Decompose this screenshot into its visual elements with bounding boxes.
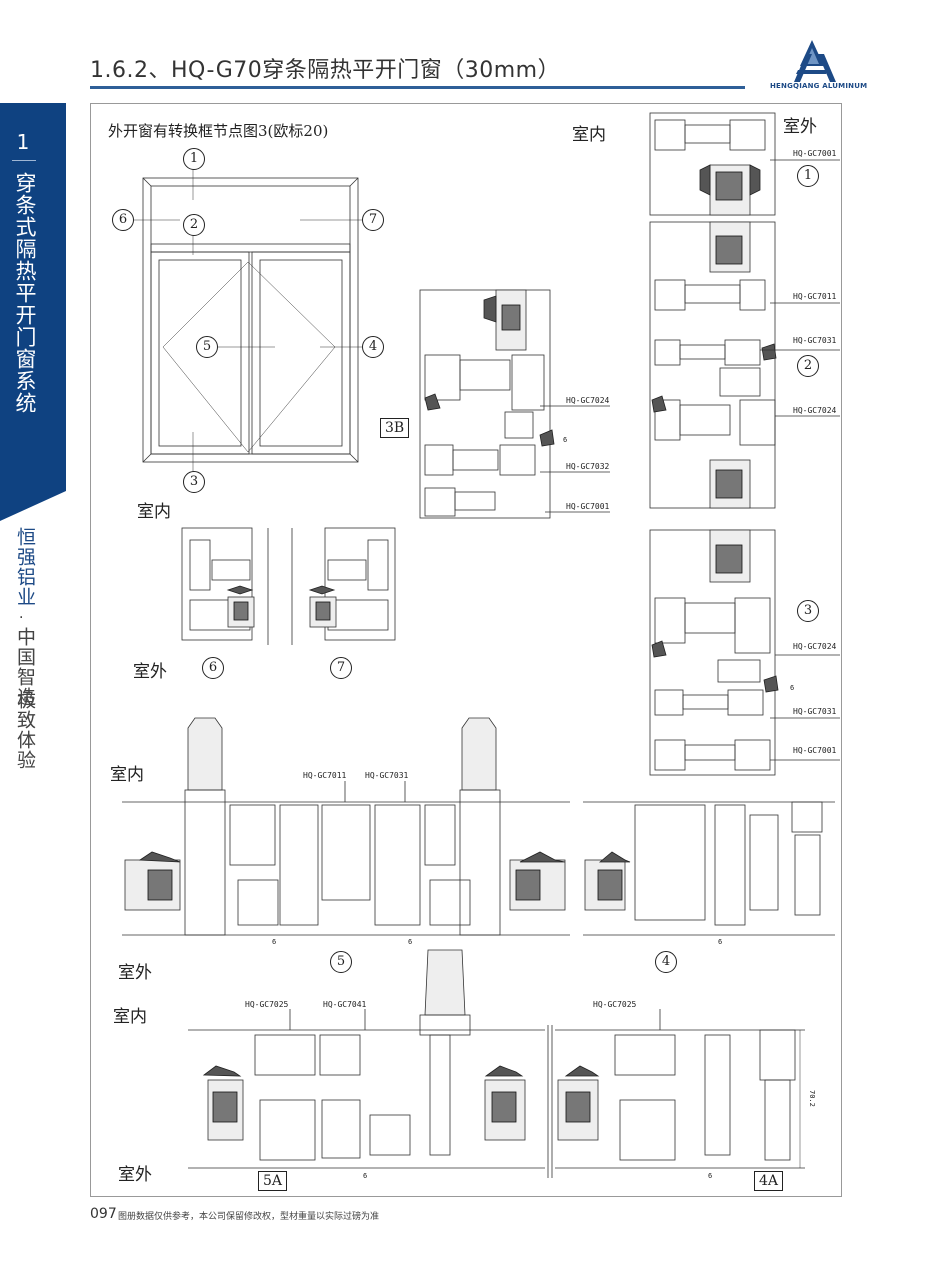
code-label: HQ-GC7031	[793, 336, 837, 345]
marker-3: 3	[183, 471, 205, 493]
section-5	[122, 717, 570, 936]
detail-box-5a: 5A	[258, 1171, 288, 1191]
code-label: HQ-GC7001	[566, 502, 610, 511]
drawing-caption: 外开窗有转换框节点图3(欧标20)	[108, 122, 329, 140]
code-label: HQ-GC7025	[245, 1000, 289, 1009]
marker-5: 5	[330, 951, 352, 973]
marker-7: 7	[330, 657, 352, 679]
code-label: HQ-GC7024	[566, 396, 610, 405]
brand-name: 恒强铝业	[14, 527, 36, 607]
dimension-label: 70.2	[808, 1090, 816, 1107]
section-1	[649, 112, 776, 216]
marker-1: 1	[797, 165, 819, 187]
leader-lines	[289, 159, 840, 1030]
slogan-1: 中国智造	[14, 627, 36, 707]
dimension-label: 6	[563, 436, 568, 444]
dimension-label: 6	[272, 938, 277, 946]
section-title: 穿条式隔热平开门窗系统	[13, 172, 37, 414]
code-label: HQ-GC7041	[323, 1000, 367, 1009]
code-label: HQ-GC7024	[793, 642, 837, 651]
outdoor-label: 室外	[133, 662, 167, 682]
section-4	[583, 801, 835, 936]
page-number: 097	[90, 1206, 117, 1222]
title-rule	[90, 86, 745, 89]
footer-disclaimer: 图册数据仅供参考，本公司保留修改权，型材重量以实际过磅为准	[118, 1212, 380, 1222]
code-label: HQ-GC7032	[566, 462, 610, 471]
dimension-label: 6	[363, 1172, 368, 1180]
logo-text: HENGQIANG ALUMINUM	[770, 82, 868, 90]
code-label: HQ-GC7024	[793, 406, 837, 415]
marker-3: 3	[797, 600, 819, 622]
code-label: HQ-GC7001	[793, 746, 837, 755]
company-logo	[794, 40, 836, 82]
section-3	[649, 529, 779, 776]
dimension-label: 6	[790, 684, 795, 692]
page-title: 1.6.2、HQ-G70穿条隔热平开门窗（30mm）	[90, 58, 561, 83]
outdoor-label: 室外	[118, 963, 152, 983]
sidebar-panel	[0, 103, 66, 521]
marker-4: 4	[362, 336, 384, 358]
slogan-2: 极致体验	[14, 690, 36, 770]
indoor-label: 室内	[137, 502, 171, 522]
section-7	[291, 527, 396, 645]
marker-6: 6	[202, 657, 224, 679]
section-4a	[551, 1025, 805, 1178]
section-2	[649, 221, 777, 509]
marker-2: 2	[183, 214, 205, 236]
outdoor-label: 室外	[118, 1165, 152, 1185]
indoor-label: 室内	[113, 1007, 147, 1027]
outdoor-label: 室外	[783, 117, 817, 137]
section-number: 1	[16, 130, 30, 154]
code-label: HQ-GC7031	[793, 707, 837, 716]
code-label: HQ-GC7025	[593, 1000, 637, 1009]
marker-4: 4	[655, 951, 677, 973]
section-divider	[12, 160, 36, 161]
dimension-label: 6	[718, 938, 723, 946]
marker-1: 1	[183, 148, 205, 170]
code-label: HQ-GC7011	[303, 771, 347, 780]
section-3b	[419, 289, 555, 519]
section-6	[181, 527, 269, 645]
indoor-label: 室内	[110, 765, 144, 785]
code-label: HQ-GC7031	[365, 771, 409, 780]
code-label: HQ-GC7001	[793, 149, 837, 158]
marker-6: 6	[112, 209, 134, 231]
detail-box-3b: 3B	[380, 418, 410, 438]
window-elevation	[132, 168, 362, 472]
detail-box-4a: 4A	[754, 1171, 784, 1191]
code-label: HQ-GC7011	[793, 292, 837, 301]
indoor-label: 室内	[572, 125, 606, 145]
dimension-label: 6	[708, 1172, 713, 1180]
separator-dot: ·	[19, 610, 24, 626]
marker-5: 5	[196, 336, 218, 358]
dimension-label: 6	[408, 938, 413, 946]
marker-7: 7	[362, 209, 384, 231]
marker-2: 2	[797, 355, 819, 377]
section-5a	[188, 949, 549, 1178]
drawing-frame	[90, 103, 842, 1197]
